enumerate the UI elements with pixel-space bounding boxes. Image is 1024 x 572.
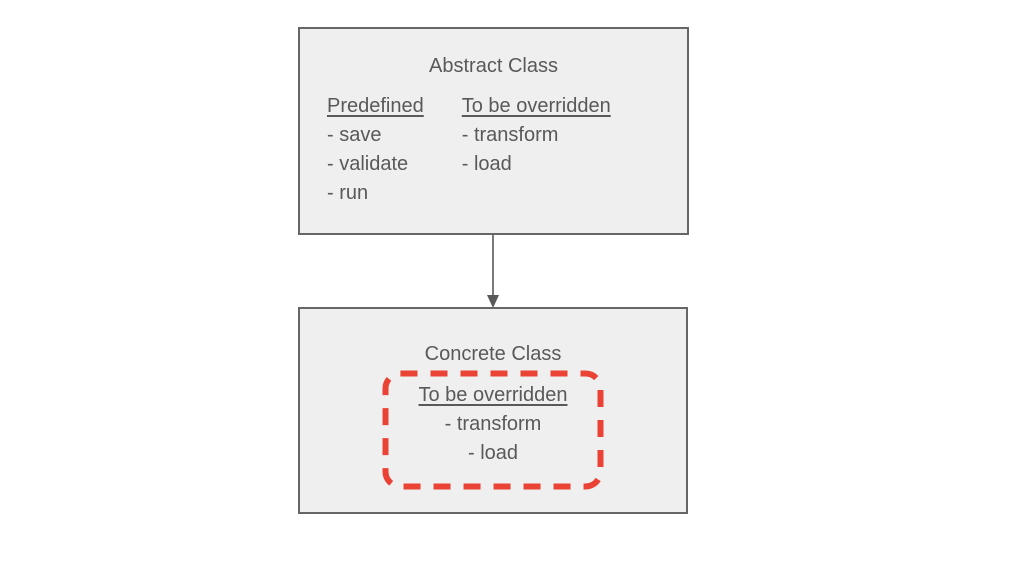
overridden-methods-highlight: To be overridden - transform - load	[382, 370, 604, 490]
concrete-class-box: Concrete Class To be overridden - transf…	[298, 307, 688, 514]
method-item: - transform	[461, 124, 559, 146]
method-item: - run	[327, 182, 369, 204]
method-item: - save	[327, 124, 382, 146]
abstract-class-box: Abstract Class Predefined - save - valid…	[298, 27, 689, 235]
method-item: - validate	[327, 153, 409, 175]
overridden-heading: To be overridden	[418, 384, 568, 406]
method-item: - transform	[444, 413, 542, 435]
to-be-overridden-heading: To be overridden	[461, 95, 611, 117]
red-dashed-border	[382, 370, 604, 490]
predefined-heading: Predefined	[327, 95, 424, 117]
to-be-overridden-column: To be overridden - transform - load	[462, 92, 611, 208]
abstract-class-methods: Predefined - save - validate - run To be…	[327, 92, 687, 208]
predefined-column: Predefined - save - validate - run	[327, 92, 424, 208]
method-item: - load	[461, 153, 512, 175]
arrow-down-icon	[487, 235, 499, 308]
inheritance-arrow	[486, 235, 500, 308]
abstract-class-title: Abstract Class	[429, 55, 558, 77]
concrete-class-title: Concrete Class	[424, 343, 562, 365]
overridden-methods: To be overridden - transform - load	[382, 370, 604, 468]
method-item: - load	[467, 442, 519, 464]
